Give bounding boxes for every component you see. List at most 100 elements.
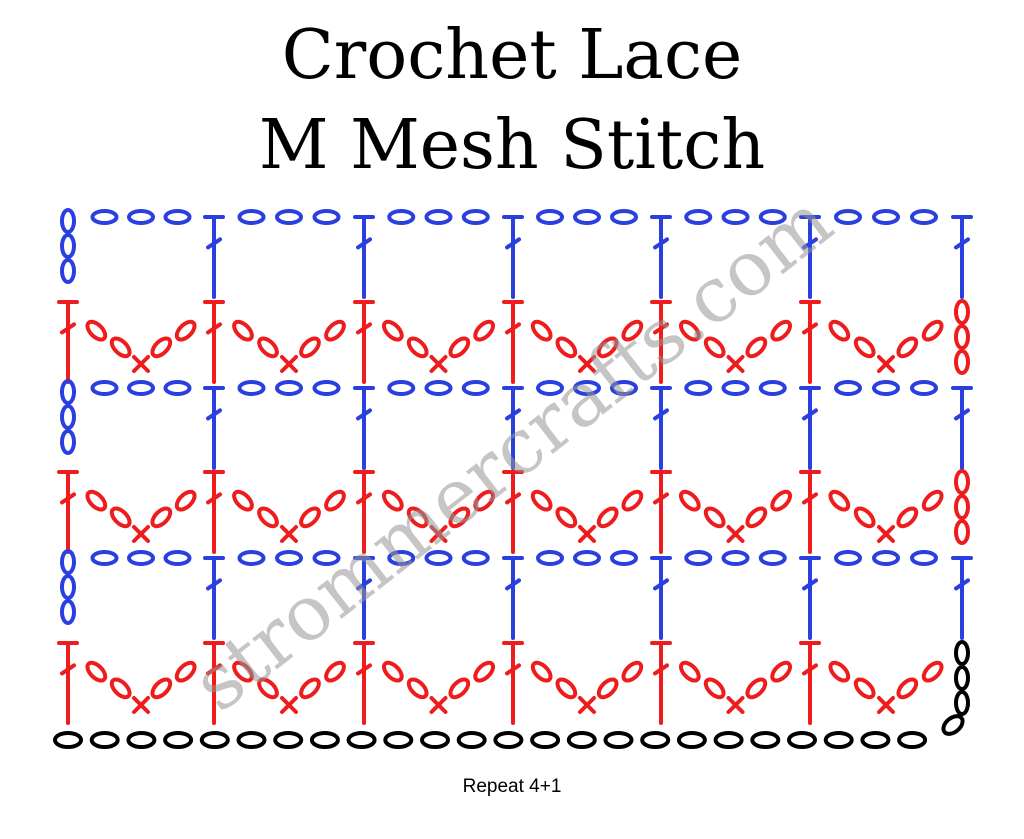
chain-stitch	[555, 336, 578, 359]
chain-stitch	[703, 677, 726, 700]
chain-stitch	[596, 677, 619, 700]
chain-stitch	[758, 380, 787, 396]
chain-stitch	[127, 209, 155, 225]
chain-stitch	[921, 489, 944, 512]
chain-stitch	[596, 336, 619, 359]
single-crochet-stitch	[877, 355, 895, 373]
chain-stitch	[853, 336, 876, 359]
chain-stitch	[85, 319, 108, 342]
chain-stitch	[275, 550, 303, 566]
chain-stitch	[530, 319, 553, 342]
chain-stitch	[910, 550, 938, 566]
double-crochet-stitch	[650, 300, 672, 384]
chain-stitch	[954, 519, 970, 545]
chain-stitch	[324, 319, 346, 342]
chain-stitch	[232, 489, 254, 512]
double-crochet-stitch	[203, 641, 225, 725]
single-crochet-stitch	[726, 525, 745, 543]
double-crochet-stitch	[203, 386, 225, 470]
chain-stitch	[406, 336, 429, 359]
chain-stitch	[163, 550, 192, 566]
chain-stitch	[448, 677, 471, 700]
double-crochet-stitch	[203, 470, 225, 554]
double-crochet-stitch	[799, 641, 821, 725]
chain-stitch	[536, 550, 564, 566]
chain-stitch	[745, 506, 768, 529]
chain-stitch	[174, 319, 197, 342]
chain-stitch	[596, 506, 619, 529]
single-crochet-stitch	[429, 355, 448, 373]
double-crochet-stitch	[57, 470, 79, 554]
double-crochet-stitch	[353, 641, 375, 725]
chain-stitch	[610, 550, 638, 566]
chain-stitch	[555, 677, 578, 700]
chain-stitch	[621, 660, 644, 683]
chain-stitch	[237, 380, 266, 396]
chain-stitch	[174, 489, 197, 512]
double-crochet-stitch	[650, 641, 672, 725]
chain-stitch	[750, 731, 781, 749]
chain-stitch	[273, 731, 304, 749]
chain-stitch	[299, 677, 321, 700]
chain-stitch	[640, 731, 671, 749]
chain-stitch	[573, 209, 601, 225]
chain-stitch	[60, 404, 76, 430]
chain-stitch	[60, 258, 76, 284]
chain-stitch	[60, 549, 76, 575]
double-crochet-stitch	[57, 300, 79, 384]
chain-stitch	[383, 731, 414, 749]
double-crochet-stitch	[650, 470, 672, 554]
chain-stitch	[60, 599, 76, 625]
chain-stitch	[910, 380, 938, 396]
double-crochet-stitch	[951, 215, 973, 299]
chain-stitch	[406, 506, 429, 529]
chain-stitch	[828, 660, 851, 683]
chain-stitch	[381, 319, 404, 342]
chain-stitch	[610, 380, 638, 396]
chain-stitch	[555, 506, 578, 529]
chain-stitch	[461, 550, 490, 566]
chain-stitch	[232, 660, 254, 683]
chain-stitch	[493, 731, 524, 749]
double-crochet-stitch	[951, 386, 973, 470]
chain-stitch	[150, 336, 173, 359]
chain-stitch	[823, 731, 854, 749]
double-crochet-stitch	[650, 215, 672, 299]
chain-stitch	[461, 380, 490, 396]
chain-stitch	[853, 506, 876, 529]
chain-stitch	[621, 319, 644, 342]
chain-stitch	[199, 731, 230, 749]
chain-stitch	[89, 731, 120, 749]
chain-stitch	[770, 319, 793, 342]
chain-stitch	[60, 208, 76, 234]
chain-stitch	[90, 209, 119, 225]
chain-stitch	[834, 380, 862, 396]
chain-stitch	[448, 336, 471, 359]
single-crochet-stitch	[877, 696, 895, 714]
chain-stitch	[257, 506, 279, 529]
double-crochet-stitch	[353, 556, 375, 640]
chain-stitch	[174, 660, 197, 683]
chain-stitch	[745, 336, 768, 359]
single-crochet-stitch	[726, 696, 745, 714]
double-crochet-stitch	[799, 215, 821, 299]
chain-stitch	[381, 660, 404, 683]
chain-stitch	[853, 677, 876, 700]
chain-stitch	[896, 506, 919, 529]
single-crochet-stitch	[877, 525, 895, 543]
chain-stitch	[703, 336, 726, 359]
chain-stitch	[424, 209, 453, 225]
double-crochet-stitch	[502, 641, 524, 725]
chain-stitch	[684, 209, 713, 225]
chain-stitch	[163, 380, 192, 396]
chain-stitch	[721, 380, 750, 396]
single-crochet-stitch	[578, 696, 596, 714]
single-crochet-stitch	[132, 355, 150, 373]
chain-stitch	[566, 731, 597, 749]
chain-stitch	[236, 731, 267, 749]
chain-stitch	[60, 574, 76, 600]
single-crochet-stitch	[578, 525, 596, 543]
chain-stitch	[85, 489, 108, 512]
double-crochet-stitch	[502, 215, 524, 299]
chain-stitch	[621, 489, 644, 512]
